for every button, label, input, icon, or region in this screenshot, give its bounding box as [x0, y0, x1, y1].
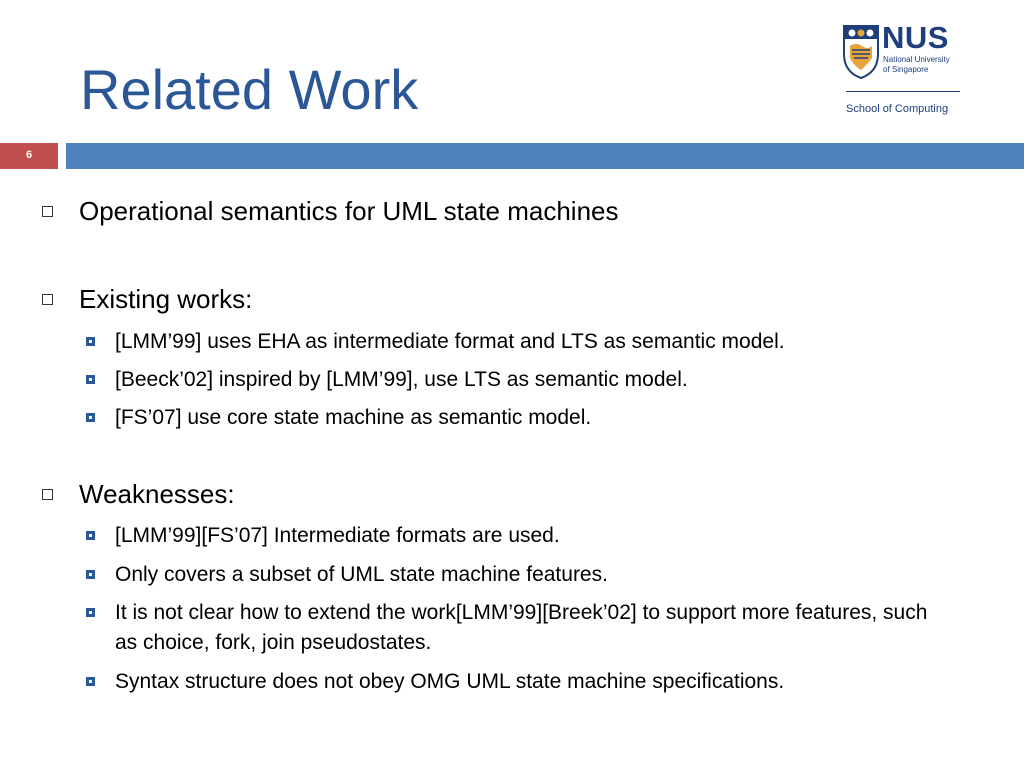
sub-bullet: [FS’07] use core state machine as semant… [86, 403, 946, 433]
header-accent-bar [66, 143, 1024, 169]
sub-bullet: [Beeck’02] inspired by [LMM’99], use LTS… [86, 365, 946, 395]
square-bullet-icon [86, 677, 95, 686]
square-bullet-icon [86, 375, 95, 384]
sub-bullet: Only covers a subset of UML state machin… [86, 560, 946, 590]
square-bullet-icon [86, 570, 95, 579]
sub-bullet: Syntax structure does not obey OMG UML s… [86, 667, 946, 697]
logo-divider [846, 91, 960, 92]
slide-number: 6 [25, 149, 33, 161]
sub-bullet: It is not clear how to extend the work[L… [86, 598, 946, 658]
logo-university-name: National University of Singapore [883, 55, 950, 74]
slide-title: Related Work [80, 58, 419, 121]
hollow-square-bullet-icon [42, 489, 53, 500]
logo-school-name: School of Computing [846, 103, 949, 115]
square-bullet-icon [86, 337, 95, 346]
square-bullet-icon [86, 531, 95, 540]
nus-crest-icon [843, 25, 879, 80]
sub-bullet: [LMM’99][FS’07] Intermediate formats are… [86, 521, 946, 551]
hollow-square-bullet-icon [42, 206, 53, 217]
square-bullet-icon [86, 413, 95, 422]
sub-bullet: [LMM’99] uses EHA as intermediate format… [86, 327, 946, 357]
nus-logo: NUS National University of Singapore Sch… [838, 22, 962, 122]
slide-number-box [0, 143, 58, 169]
hollow-square-bullet-icon [42, 294, 53, 305]
logo-nus-text: NUS [882, 20, 949, 55]
square-bullet-icon [86, 608, 95, 617]
